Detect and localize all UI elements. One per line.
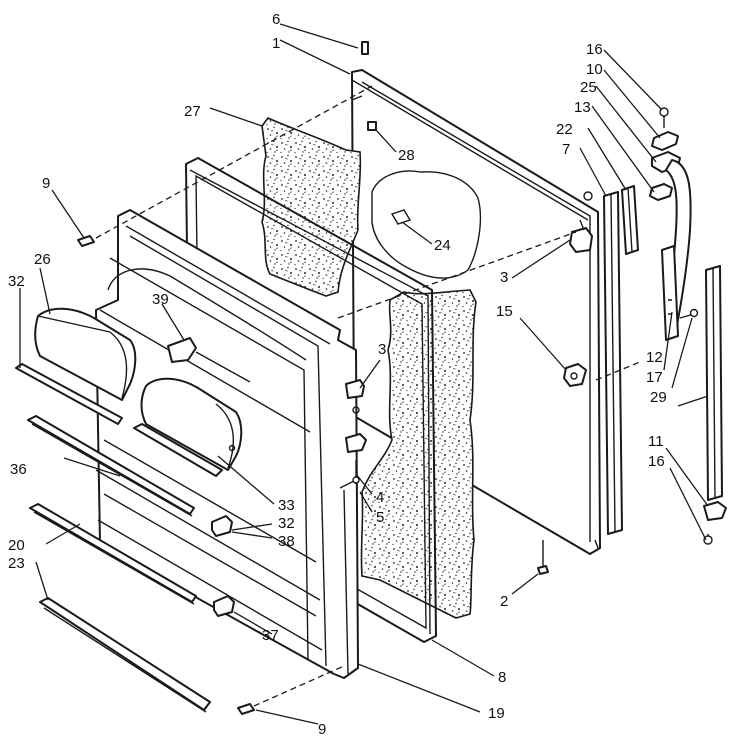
lower-hinge-parts (345, 379, 367, 484)
fastener-screws (77, 41, 549, 715)
callout-15: 15 (496, 303, 513, 320)
dairy-door-left (34, 307, 137, 401)
callout-38: 38 (278, 533, 295, 550)
callout-labels: 6 1 27 28 9 26 32 39 24 3 3 15 4 5 36 33… (8, 11, 667, 738)
callout-19: 19 (488, 705, 505, 722)
callout-11: 11 (648, 433, 664, 450)
leader-lines (19, 23, 709, 725)
bin-39 (167, 337, 197, 363)
assembly-dashed-lines (95, 85, 641, 707)
callout-10: 10 (586, 61, 603, 78)
door-stop-bracket (563, 363, 587, 387)
hinge-bracket-top (569, 191, 593, 253)
callout-6: 6 (272, 11, 280, 28)
right-lower-trim (679, 265, 727, 545)
callout-28: 28 (398, 147, 415, 164)
callout-25: 25 (580, 79, 597, 96)
callout-23: 23 (8, 555, 25, 572)
callout-32-center: 32 (278, 515, 295, 532)
callout-13: 13 (574, 99, 591, 116)
liner-shelf-recesses (103, 351, 317, 617)
callout-3-right: 3 (500, 269, 508, 286)
callout-26: 26 (34, 251, 51, 268)
callout-7: 7 (562, 141, 570, 158)
callout-36: 36 (10, 461, 27, 478)
callout-1: 1 (272, 35, 280, 52)
callout-9-top: 9 (42, 175, 50, 192)
callout-22: 22 (556, 121, 573, 138)
callout-20: 20 (8, 537, 25, 554)
callout-4: 4 (376, 489, 384, 506)
callout-33: 33 (278, 497, 295, 514)
callout-37: 37 (262, 627, 279, 644)
callout-2: 2 (500, 593, 508, 610)
callout-16-bottom: 16 (648, 453, 665, 470)
foam-insulation-top (261, 117, 362, 297)
side-trim-strips (603, 185, 639, 535)
callout-5: 5 (376, 509, 384, 526)
callout-32-left: 32 (8, 273, 25, 290)
callout-12: 12 (646, 349, 663, 366)
callout-24: 24 (434, 237, 451, 254)
door-handle-assembly (649, 107, 692, 341)
callout-29: 29 (650, 389, 667, 406)
callout-17: 17 (646, 369, 663, 386)
cutaway-inset (371, 170, 482, 279)
callout-9-bottom: 9 (318, 721, 326, 738)
callout-39: 39 (152, 291, 169, 308)
shelf-clips (211, 515, 235, 617)
callout-3-center: 3 (378, 341, 386, 358)
callout-27: 27 (184, 103, 201, 120)
callout-8: 8 (498, 669, 506, 686)
callout-16-top: 16 (586, 41, 603, 58)
dairy-door-center (140, 377, 243, 471)
foam-insulation-lower (360, 289, 477, 619)
